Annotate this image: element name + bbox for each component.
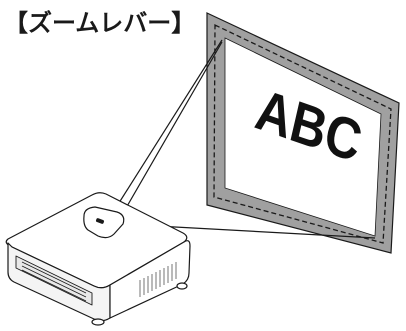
lens-housing xyxy=(83,206,125,239)
projector-foot xyxy=(91,318,105,326)
front-vent-icon xyxy=(21,261,87,302)
side-vent-icon xyxy=(139,262,177,297)
zoom-range-outline xyxy=(213,23,392,244)
beam-line-mid xyxy=(125,41,223,209)
projection-screen: ABC xyxy=(206,12,400,254)
projected-image-area xyxy=(224,37,382,237)
zoom-lever-title: 【ズームレバー】 xyxy=(4,9,196,37)
zoom-lever-icon xyxy=(95,218,105,224)
projector xyxy=(5,192,191,326)
beam-line-top xyxy=(116,39,223,207)
projector-foot xyxy=(176,282,188,290)
